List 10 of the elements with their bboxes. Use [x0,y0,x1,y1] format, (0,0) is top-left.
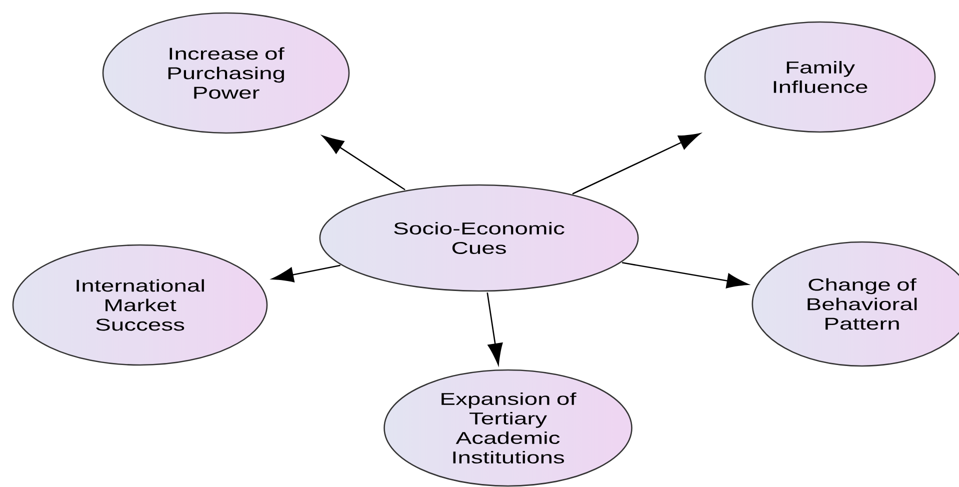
arrow [272,264,340,282]
ellipse-node: Increase of Purchasing Power [102,12,350,134]
ellipse-node: Expansion of Tertiary Academic Institutions [384,369,632,487]
arrow [486,292,503,365]
arrow [572,133,700,194]
ellipse-node: Family Influence [704,21,936,133]
arrow [322,136,406,190]
ellipse-node: Socio-Economic Cues [319,184,639,292]
ellipse-node: International Market Success [12,244,268,366]
arrow [622,262,748,288]
